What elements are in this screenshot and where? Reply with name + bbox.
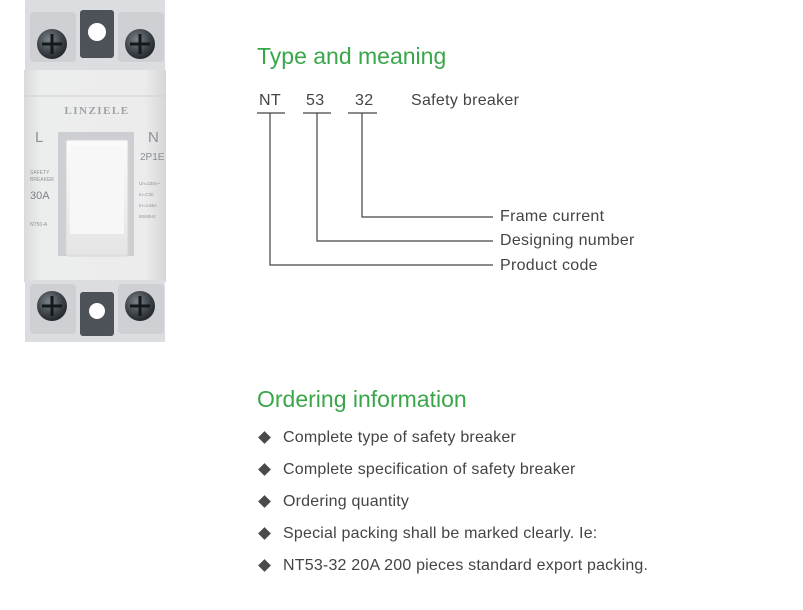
ordering-info-heading: Ordering information [257,386,467,412]
code-description: Safety breaker [411,92,520,109]
diamond-bullet-icon [258,463,271,476]
type-meaning-heading: Type and meaning [257,43,447,69]
diamond-bullet-icon [258,431,271,444]
terminal-l-label: L [35,129,43,146]
label-type: SAFETY [30,170,50,176]
rating-label: 30A [30,190,50,202]
designing-number-label: Designing number [500,232,635,249]
list-item-text: NT53-32 20A 200 pieces standard export p… [283,557,649,574]
svg-text:In=4.5kA: In=4.5kA [139,203,157,208]
diamond-bullet-icon [258,495,271,508]
model-label: 2P1E [140,152,165,163]
screw-icon [125,291,155,321]
list-item-text: Ordering quantity [283,493,410,510]
series-label: NT50-A [30,222,48,228]
diamond-bullet-icon [258,527,271,540]
screw-icon [37,29,67,59]
frame-current-label: Frame current [500,208,605,225]
list-item-text: Complete type of safety breaker [283,429,516,446]
svg-text:BREAKER: BREAKER [30,177,54,183]
code-part-product: NT [259,92,281,109]
screw-icon [37,291,67,321]
screw-icon [125,29,155,59]
diamond-bullet-icon [258,559,271,572]
code-part-design: 53 [306,92,325,109]
brand-logo: LINZIELE [64,105,129,117]
list-item-text: Special packing shall be marked clearly.… [283,525,598,542]
list-item-text: Complete specification of safety breaker [283,461,576,478]
terminal-n-label: N [148,129,159,146]
svg-text:Un=230V~: Un=230V~ [139,181,161,186]
svg-text:In=C30: In=C30 [139,192,154,197]
svg-text:50/60Hz: 50/60Hz [139,214,157,219]
code-part-frame: 32 [355,92,374,109]
safety-breaker-image: LINZIELE L N SAFETY BREAKER 30A NT50-A 2… [24,0,166,342]
product-code-label: Product code [500,257,598,274]
